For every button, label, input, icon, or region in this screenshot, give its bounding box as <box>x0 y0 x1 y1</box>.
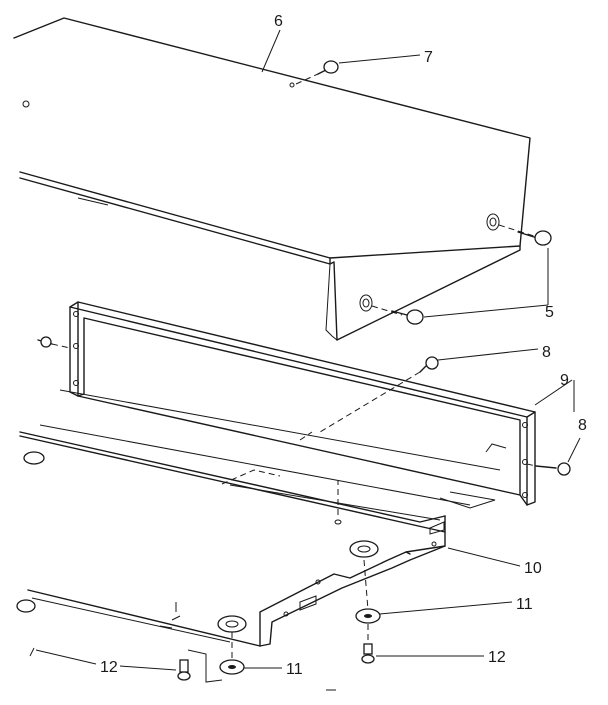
frame-screws-part-8 <box>319 348 581 476</box>
cover-screws-part-5 <box>359 213 552 325</box>
callout-11-right: 11 <box>516 596 533 613</box>
callout-8-lower: 8 <box>578 417 587 434</box>
screw-icon <box>177 659 191 681</box>
callout-11-left: 11 <box>286 661 303 678</box>
callout-10: 10 <box>524 560 542 577</box>
cover-top-screw-part-7 <box>295 54 421 85</box>
bottom-chassis-part-10 <box>16 389 521 647</box>
frame-left-screw <box>37 336 71 349</box>
top-cover-part-6 <box>13 17 531 341</box>
screw-icon <box>419 356 439 373</box>
front-frame-part-9 <box>69 301 573 506</box>
leader-6 <box>261 29 281 73</box>
callout-12-left: 12 <box>100 659 118 676</box>
callout-7: 7 <box>424 49 433 66</box>
foot-assembly-right <box>355 559 513 664</box>
screw-icon <box>391 309 424 325</box>
screw-icon <box>517 230 552 246</box>
screw-icon <box>361 643 375 664</box>
callout-6: 6 <box>274 13 283 30</box>
callout-9: 9 <box>560 372 569 389</box>
callout-8-upper: 8 <box>542 344 551 361</box>
foot-assembly-left <box>29 632 336 691</box>
screw-icon <box>535 462 571 476</box>
callout-12-right: 12 <box>488 649 506 666</box>
callout-5: 5 <box>545 304 554 321</box>
